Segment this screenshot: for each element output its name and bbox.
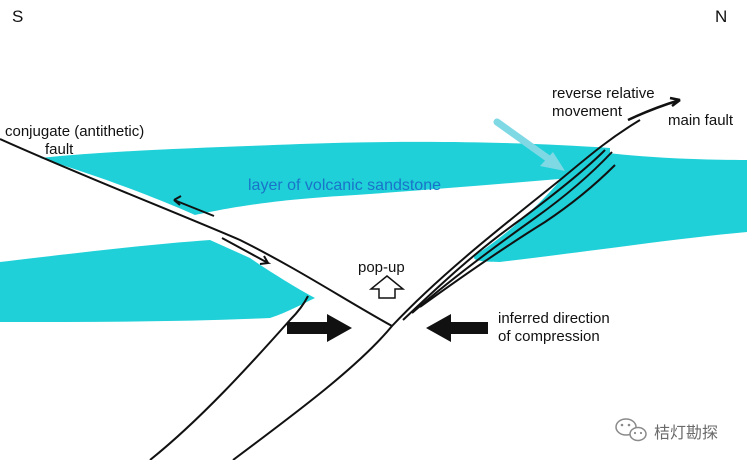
compression-arrows [287, 314, 488, 342]
reverse-movement-label-line2: movement [552, 103, 623, 120]
conjugate-movement-arrows [173, 195, 272, 265]
main-fault-line [232, 119, 641, 460]
sandstone-layer-right [474, 150, 747, 262]
compression-label-line2: of compression [498, 328, 600, 345]
conjugate-fault-label-line1: conjugate (antithetic) [5, 123, 144, 140]
main-fault-splay-2 [411, 151, 613, 314]
conjugate-fault-line [0, 138, 393, 327]
main-fault-splay-3 [419, 164, 616, 308]
secondary-fault-left [149, 295, 309, 460]
sandstone-band-upper-left [40, 141, 610, 215]
compression-arrow-left [287, 314, 352, 342]
sandstone-band-lower-left [0, 240, 315, 322]
compression-arrow-right [426, 314, 488, 342]
compass-north-label: N [715, 7, 727, 26]
conjugate-fault-label-line2: fault [45, 141, 74, 158]
conjugate-lower-arrow [221, 237, 272, 265]
watermark: 桔灯勘探 [615, 418, 718, 442]
main-fault-label: main fault [668, 112, 734, 129]
popup-label: pop-up [358, 259, 405, 276]
main-fault-splay-1 [402, 149, 606, 321]
watermark-text: 桔灯勘探 [654, 423, 718, 442]
sandstone-layer-left [0, 141, 610, 322]
reverse-movement-arrow [627, 96, 681, 122]
compression-label-line1: inferred direction [498, 310, 610, 327]
popup-arrow-icon [368, 275, 406, 299]
layer-pointer-arrow [493, 118, 565, 171]
wechat-icon [615, 418, 647, 442]
compass-south-label: S [12, 7, 23, 26]
sandstone-band-right [474, 150, 747, 262]
layer-label: layer of volcanic sandstone [248, 177, 441, 194]
conjugate-upper-arrow [173, 195, 215, 217]
reverse-movement-label-line1: reverse relative [552, 85, 655, 102]
